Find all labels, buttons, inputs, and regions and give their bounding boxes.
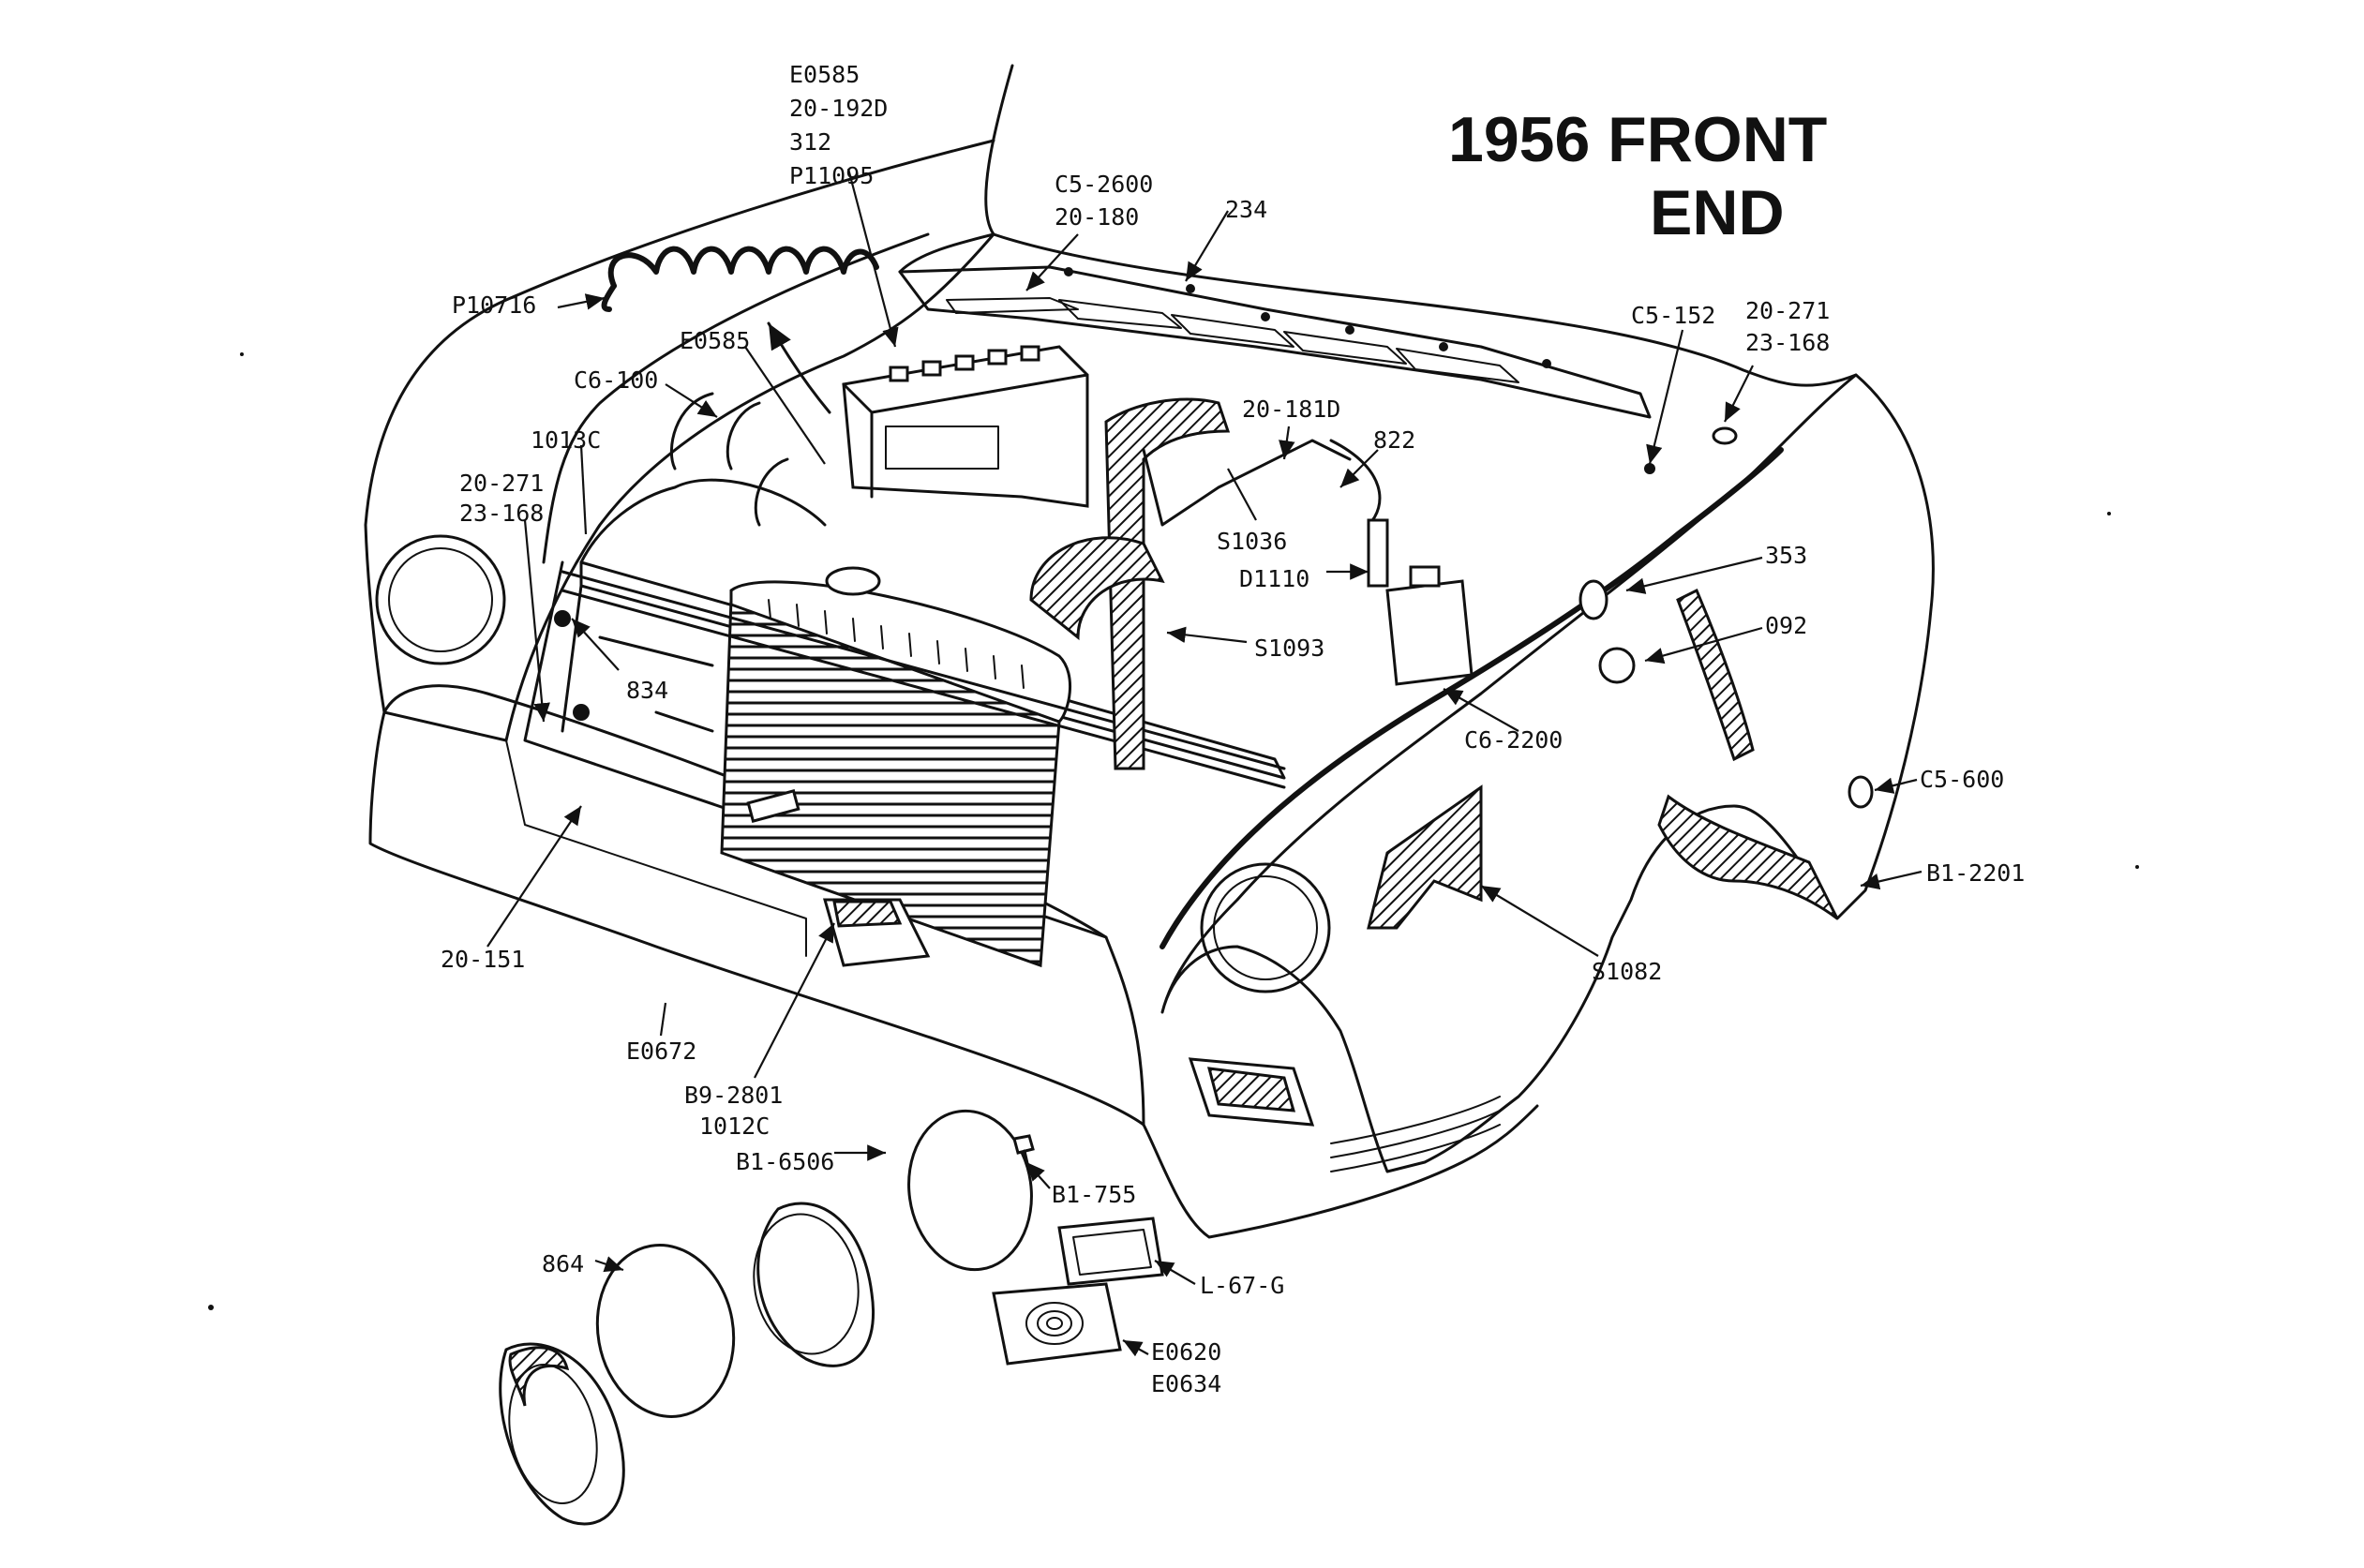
left-inner-panel [579,478,827,564]
label-234: 234 [1225,196,1267,223]
right-inner-fender-apron [1104,397,1231,770]
left-fender [364,139,995,742]
label-d1110: D1110 [1239,565,1309,592]
label-c5-2600: C5-2600 [1055,171,1153,198]
diagram-title: 1956 FRONT END [1448,104,1827,248]
label-c5-152: C5-152 [1631,302,1715,329]
label-1013c: 1013C [531,426,601,454]
headlight-screw [1012,1134,1035,1155]
title-line-1: 1956 FRONT [1448,104,1827,175]
label-092: 092 [1765,612,1807,639]
label-b1-755: B1-755 [1052,1181,1136,1208]
label-e0585-hood: E0585 [680,327,750,354]
label-1012c: 1012C [699,1113,770,1140]
label-312: 312 [789,128,831,156]
label-20-271-left: 20-271 [459,470,544,497]
label-834: 834 [626,677,668,704]
label-20-181d: 20-181D [1242,396,1340,423]
label-c6-100: C6-100 [574,366,658,394]
battery-caps [889,345,1040,382]
label-20-151: 20-151 [441,946,525,973]
label-s1082: S1082 [1592,958,1662,985]
label-353: 353 [1765,542,1807,569]
headlight-lens-864 [595,1244,736,1418]
label-s1036: S1036 [1217,528,1287,555]
label-b1-2201: B1-2201 [1926,859,2025,887]
label-23-168-left: 23-168 [459,500,544,527]
parking-light-lens [992,1282,1122,1366]
fender-molding [1160,447,1784,949]
hood-spring [607,246,879,289]
right-wheel-well-inner [1029,536,1165,641]
label-b1-6506: B1-6506 [736,1148,834,1175]
label-c5-600: C5-600 [1920,766,2004,793]
label-s1093: S1093 [1254,635,1324,662]
fender-plug-c5-600 [1848,775,1874,809]
hood-rear-edge [898,232,995,274]
raised-hood [984,64,1858,387]
label-20-180: 20-180 [1055,203,1139,231]
label-e0620: E0620 [1151,1338,1221,1366]
hood-lift-arrow [767,321,831,414]
right-headlight [1200,862,1331,993]
radiator-support-bar [561,570,1286,789]
fender-plug-092 [1598,647,1636,684]
left-fender-inner [542,232,930,564]
headlight-retaining-ring [756,1202,875,1367]
label-e0672: E0672 [626,1038,696,1065]
right-front-fender [1160,373,1935,1173]
label-822: 822 [1373,426,1415,454]
label-p10716: P10716 [452,291,536,319]
label-20-271-right: 20-271 [1745,297,1830,324]
label-l-67-g: L-67-G [1200,1272,1284,1299]
cowl-clip [1712,426,1738,445]
leader-lines [486,168,1923,1357]
label-23-168-right: 23-168 [1745,329,1830,356]
fender-vent [1367,784,1483,930]
label-b9-2801: B9-2801 [684,1082,783,1109]
bumper-lower-lines [1330,1096,1501,1172]
front-bumper [368,710,1539,1239]
label-e0585-battery: E0585 [789,61,860,88]
radiator-tank-ribs [768,599,1025,689]
label-864: 864 [542,1250,584,1277]
left-headlight [375,534,506,665]
cowl-vent-slots [946,267,1551,383]
label-p11095: P11095 [789,162,874,189]
label-c6-2200: C6-2200 [1464,726,1563,754]
radiator-cap [825,566,881,596]
fender-grommet-353 [1578,579,1608,620]
headlight-door-b1-6506 [907,1109,1033,1272]
title-line-2: END [1650,177,1785,248]
label-20-192d: 20-192D [789,95,888,122]
part-labels: E0585 20-192D 312 P11095 C5-2600 20-180 … [441,61,2025,1397]
headlight-bezel [499,1342,625,1526]
vacuum-hose [1329,439,1382,527]
fender-inner-lip [1676,588,1755,762]
car-front-end-illustration [208,64,2139,1526]
right-fender-wheel-arch [1657,794,1839,920]
parking-light-gasket [1057,1217,1164,1286]
left-shock-tower [669,392,789,527]
cowl-panel [898,265,1652,419]
label-e0634: E0634 [1151,1370,1221,1397]
washer-reservoir [1385,579,1474,686]
